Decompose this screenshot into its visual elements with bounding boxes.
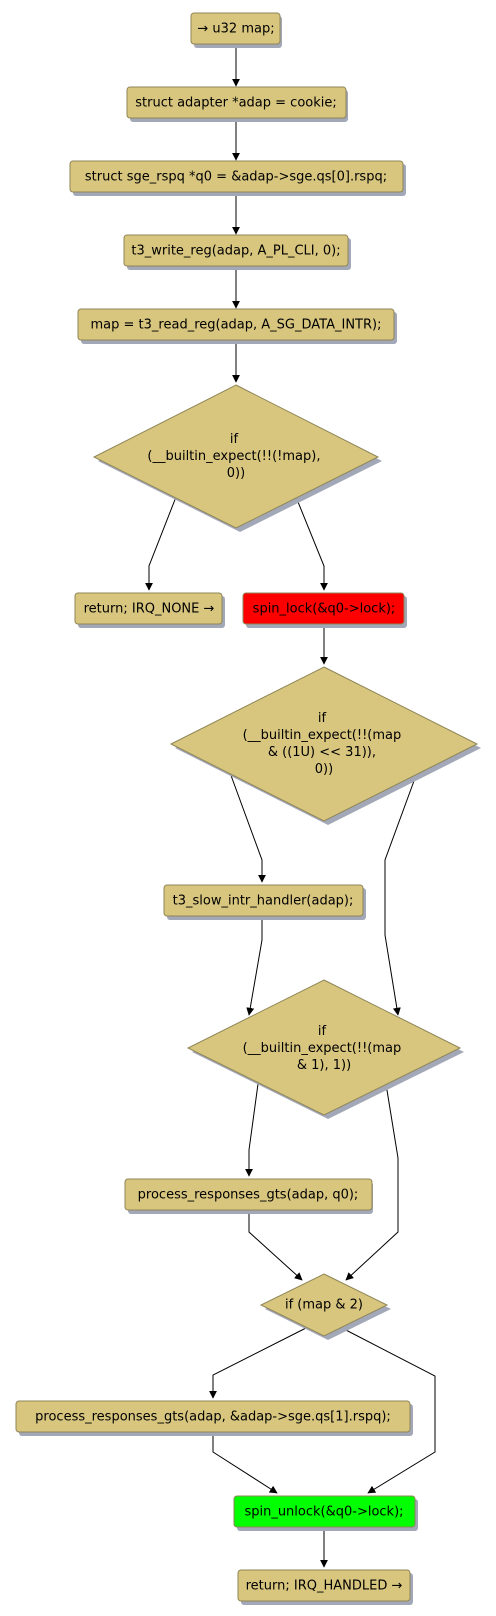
edge-cond-slow-to-cond-bit0 [384, 769, 419, 1016]
node-cond-slow: if (__builtin_expect(!!(map & ((1U) << 3… [169, 666, 481, 825]
node-slow-handler-box [163, 884, 364, 917]
node-cond-bit0: if (__builtin_expect(!!(map & 1), 1)) [186, 979, 464, 1119]
node-cond-bit0-diamond [186, 979, 462, 1116]
node-cond-bit1: if (map & 2) [259, 1273, 391, 1340]
edge-cond-slow-to-slow-handler [228, 769, 266, 883]
edge-process-q1-to-spin-unlock [212, 1430, 278, 1494]
node-spin-lock-box [242, 592, 405, 625]
node-adap: struct adapter *adap = cookie; [126, 86, 348, 122]
node-entry-box [190, 12, 281, 45]
node-cond-bit1-text: if (map & 2) [285, 1298, 363, 1313]
node-spin-lock-text: spin_lock(&q0->lock); [253, 602, 396, 617]
node-cond-slow-diamond [169, 666, 479, 822]
node-spin-lock: spin_lock(&q0->lock); [242, 592, 407, 628]
node-return-handled-box [237, 1569, 411, 1602]
node-cond-map-diamond [92, 384, 380, 529]
node-return-handled-text: return; IRQ_HANDLED → [246, 1579, 403, 1594]
edge-cond-map-to-spin-lock [295, 496, 328, 591]
node-write-reg: t3_write_reg(adap, A_PL_CLI, 0); [123, 234, 351, 270]
edge-cond-map-to-return-none [145, 496, 177, 591]
node-cond-map-text: if (__builtin_expect(!!(!map), 0)) [147, 432, 324, 481]
edge-cond-bit0-to-cond-bit1 [345, 1083, 399, 1281]
edge-cond-bit0-to-process-q0 [245, 1083, 259, 1177]
edge-slow-handler-to-cond-bit0 [246, 914, 263, 1016]
node-adap-box [126, 86, 347, 119]
node-cond-bit0-text: if (__builtin_expect(!!(map & 1), 1)) [243, 1024, 406, 1073]
node-process-q0: process_responses_gts(adap, q0); [124, 1178, 373, 1214]
node-process-q0-text: process_responses_gts(adap, q0); [138, 1188, 359, 1203]
node-return-none-text: return; IRQ_NONE → [84, 602, 215, 617]
edge-cond-bit1-to-process-q1 [209, 1327, 307, 1399]
node-spin-unlock: spin_unlock(&q0->lock); [233, 1495, 418, 1531]
node-spin-unlock-text: spin_unlock(&q0->lock); [244, 1505, 403, 1520]
node-return-none-box [74, 592, 223, 625]
node-slow-handler: t3_slow_intr_handler(adap); [163, 884, 366, 920]
node-cond-slow-text: if (__builtin_expect(!!(map & ((1U) << 3… [243, 711, 406, 777]
node-process-q0-box [124, 1178, 373, 1211]
node-process-q1: process_responses_gts(adap, &adap->sge.q… [15, 1400, 413, 1436]
node-write-reg-text: t3_write_reg(adap, A_PL_CLI, 0); [131, 244, 340, 259]
edge-cond-bit1-to-spin-unlock [341, 1327, 436, 1494]
node-write-reg-box [123, 234, 349, 267]
node-process-q1-text: process_responses_gts(adap, &adap->sge.q… [35, 1410, 391, 1425]
node-read-reg-text: map = t3_read_reg(adap, A_SG_DATA_INTR); [91, 318, 382, 333]
node-spin-unlock-box [233, 1495, 416, 1528]
node-return-none: return; IRQ_NONE → [74, 592, 225, 628]
node-adap-text: struct adapter *adap = cookie; [135, 96, 337, 111]
node-return-handled: return; IRQ_HANDLED → [237, 1569, 413, 1605]
node-q0: struct sge_rspq *q0 = &adap->sge.qs[0].r… [69, 160, 406, 196]
node-q0-box [69, 160, 404, 193]
edge-process-q0-to-cond-bit1 [248, 1208, 303, 1281]
node-q0-text: struct sge_rspq *q0 = &adap->sge.qs[0].r… [85, 170, 387, 185]
node-cond-bit1-diamond [259, 1273, 389, 1337]
nodes: → u32 map; struct adapter *adap = cookie… [15, 12, 481, 1605]
edges [145, 44, 436, 1568]
node-cond-map: if (__builtin_expect(!!(!map), 0)) [92, 384, 382, 532]
node-entry: → u32 map; [190, 12, 282, 48]
node-process-q1-box [15, 1400, 411, 1433]
node-entry-text: → u32 map; [197, 22, 274, 37]
node-read-reg-box [77, 308, 395, 341]
node-slow-handler-text: t3_slow_intr_handler(adap); [173, 894, 354, 909]
node-read-reg: map = t3_read_reg(adap, A_SG_DATA_INTR); [77, 308, 397, 344]
